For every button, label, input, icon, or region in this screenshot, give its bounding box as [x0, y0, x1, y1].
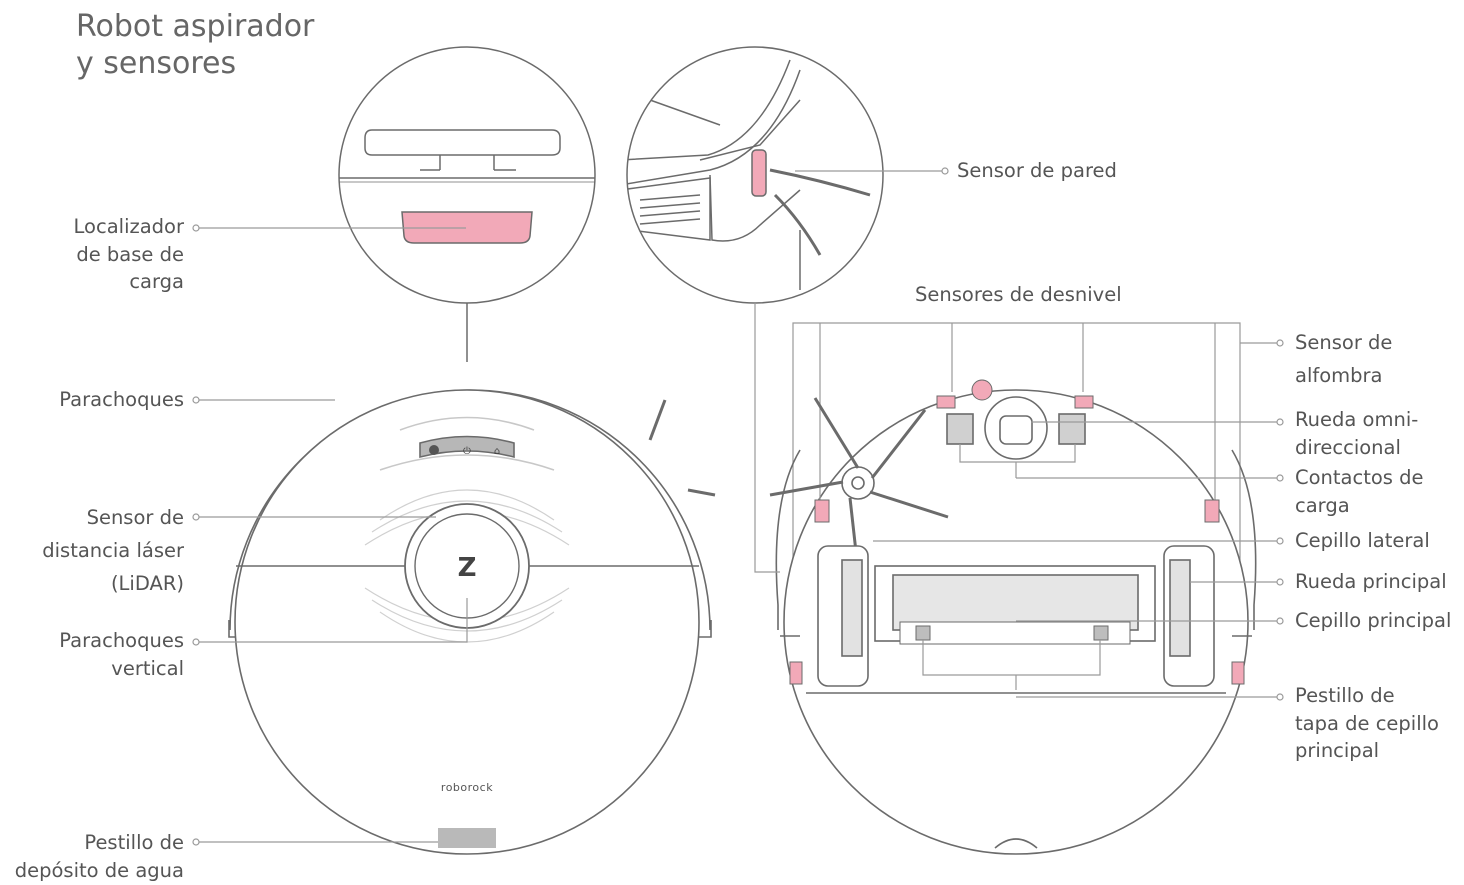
label-side-brush: Cepillo lateral [1295, 529, 1430, 552]
label-omni-wheel: Rueda omni- direccional [1295, 408, 1419, 459]
label-bumper: Parachoques [59, 388, 184, 411]
label-wall-sensor: Sensor de pared [957, 159, 1117, 182]
label-main-brush: Cepillo principal [1295, 609, 1452, 632]
brand-logo: roborock [441, 781, 493, 794]
label-carpet-sensor: Sensor de alfombra [1295, 331, 1393, 387]
label-cliff-sensors: Sensores de desnivel [915, 283, 1122, 306]
label-main-wheel: Rueda principal [1295, 570, 1447, 593]
label-charging-locator: Localizador de base de carga [73, 215, 184, 293]
zoom-circle-wall-sensor [626, 46, 884, 304]
svg-text:⌂: ⌂ [494, 446, 500, 457]
svg-text:Z: Z [458, 553, 477, 583]
label-water-tank-latch: Pestillo de depósito de agua [14, 831, 184, 882]
svg-text:⏻: ⏻ [463, 446, 471, 457]
robot-bottom-view [754, 303, 1257, 855]
label-charging-contacts: Contactos de carga [1295, 466, 1424, 517]
page-title: Robot aspirador y sensores [76, 9, 315, 81]
robot-top-view: ⏻ ⌂ Z roborock [228, 389, 716, 855]
zoom-circle-charging-locator [338, 46, 596, 304]
wall-sensor [751, 149, 767, 197]
label-lidar: Sensor de distancia láser (LiDAR) [42, 506, 184, 595]
label-brush-cover-latch: Pestillo de tapa de cepillo principal [1295, 684, 1439, 762]
charging-locator-sensor [401, 211, 533, 244]
label-vertical-bumper: Parachoques vertical [59, 629, 184, 680]
